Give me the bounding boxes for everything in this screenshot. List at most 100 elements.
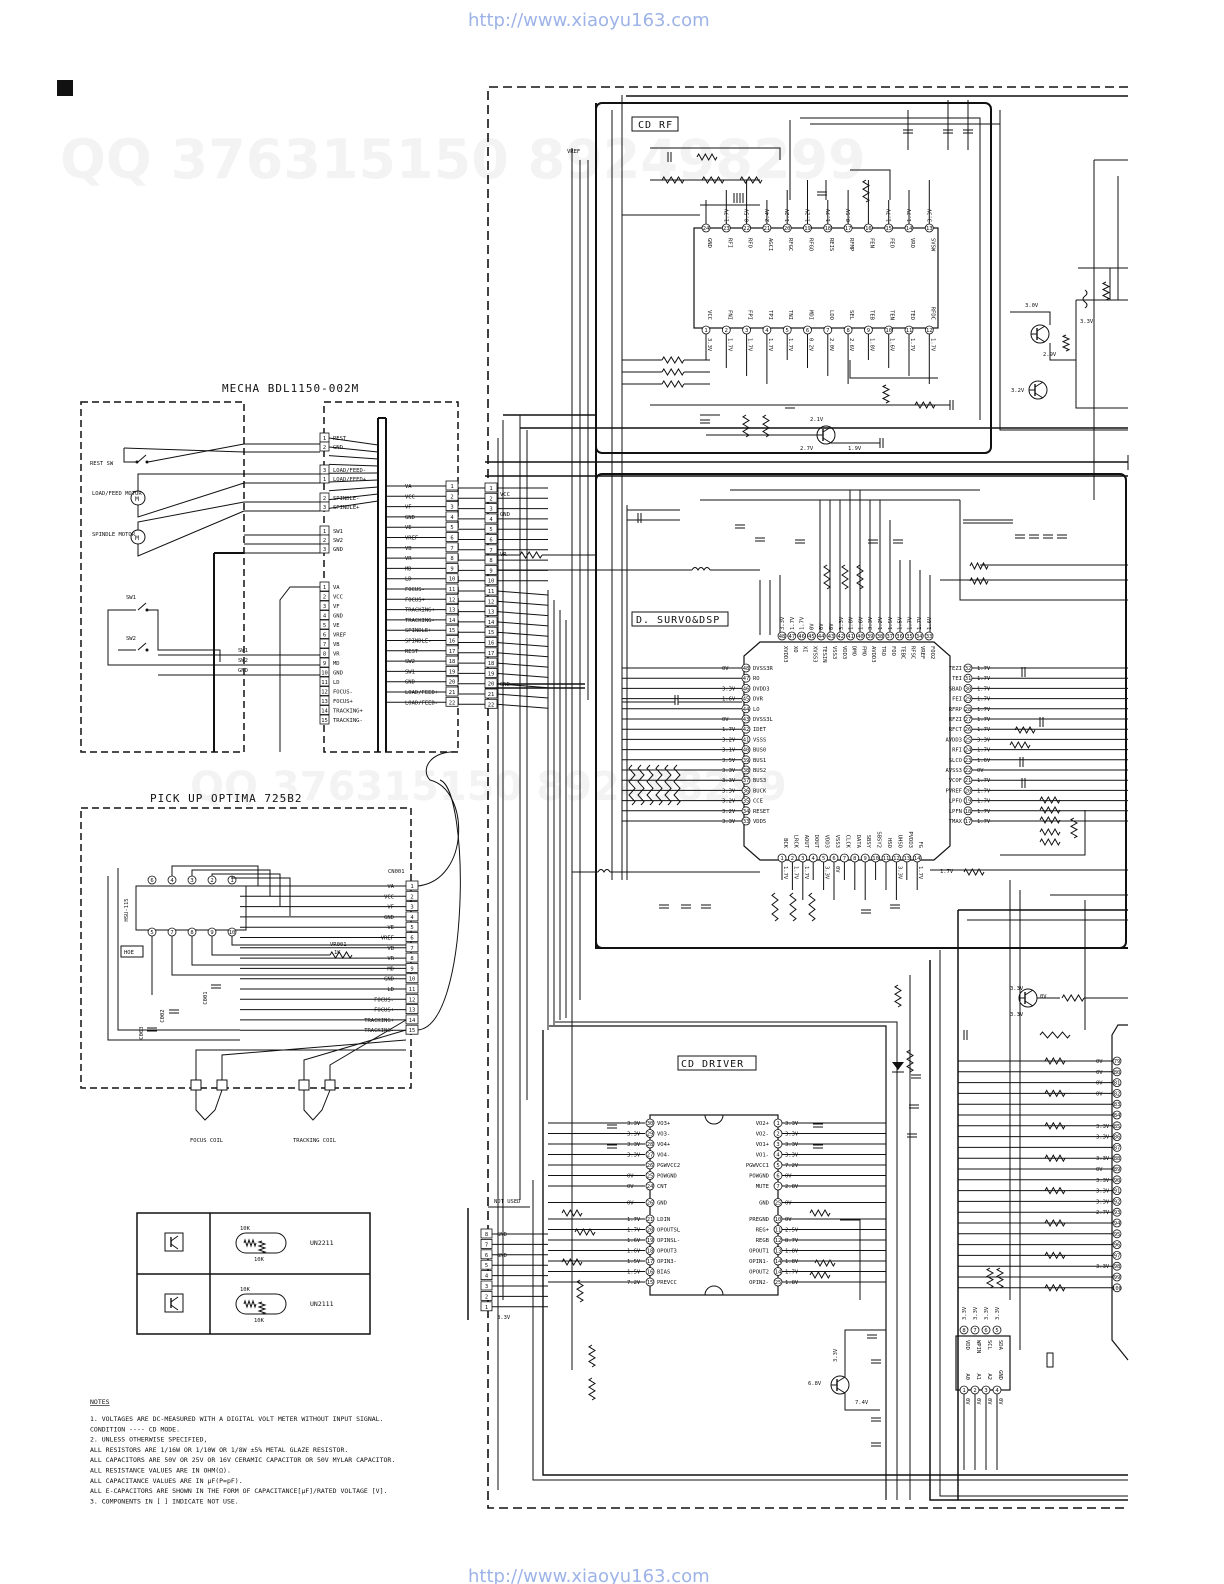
pin-number: 16 xyxy=(647,1270,654,1276)
eeprom-top-pin: SDA xyxy=(997,1340,1003,1351)
pin-number: 7 xyxy=(323,642,326,648)
cn001-pin-label: FOCUS- xyxy=(374,997,394,1003)
driver-left-pin-name: VO4+ xyxy=(657,1142,671,1148)
pin-number: 24 xyxy=(647,1184,654,1190)
dsp-right-voltage: 1.7V xyxy=(977,809,991,815)
bottom-url[interactable]: http://www.xiaoyu163.com xyxy=(468,1566,710,1584)
pin-number: 21 xyxy=(488,692,495,698)
pin-number: 17 xyxy=(449,649,456,655)
pin-number: 4 xyxy=(450,515,454,521)
pin-circle xyxy=(645,1118,655,1128)
pin-number: 8 xyxy=(489,558,492,564)
wire xyxy=(137,642,147,651)
pin-number: 26 xyxy=(647,1201,654,1207)
top-url[interactable]: http://www.xiaoyu163.com xyxy=(468,10,710,31)
dsp-left-voltage: 3.3V xyxy=(722,778,736,784)
wire xyxy=(844,1393,880,1411)
note-line: CONDITION ---- CD MODE. xyxy=(90,1425,180,1433)
pin-number: 11 xyxy=(409,987,416,993)
pin-circle xyxy=(645,1277,655,1287)
dsp-top-voltage: 3.3V xyxy=(839,616,845,630)
pin-box xyxy=(319,629,330,639)
wire xyxy=(496,703,549,709)
cd-rf-bot-pin-name: RFDC xyxy=(929,307,935,320)
resistor xyxy=(576,1279,584,1303)
capacitor xyxy=(1003,519,1013,524)
wire xyxy=(1010,311,1051,325)
notes-block: NOTES 1. VOLTAGES ARE DC-MEASURED WITH A… xyxy=(90,1398,395,1505)
driver-left-pin-name: VO3- xyxy=(657,1132,670,1138)
right-ic-voltage: 3.3V xyxy=(1096,1199,1110,1205)
resistor xyxy=(814,1258,836,1268)
driver-left-pin-name: VO4- xyxy=(657,1153,670,1159)
pin-number: 14 xyxy=(409,1018,416,1024)
pin-number: 6 xyxy=(150,878,153,884)
pin-number: 1 xyxy=(230,878,233,884)
pin-number: 5 xyxy=(150,930,153,936)
wire xyxy=(170,1304,179,1311)
pin-box xyxy=(319,619,330,630)
capacitor xyxy=(1021,778,1026,788)
driver-right-pin-name: OPIN1- xyxy=(749,1259,769,1265)
pin-circle xyxy=(924,631,934,641)
capacitor xyxy=(879,438,884,448)
resistor xyxy=(243,1238,257,1248)
pin-number: 43 xyxy=(743,717,750,723)
driver-label-box xyxy=(677,1055,757,1071)
dsp-top-pin-name: AVDD3 xyxy=(870,646,876,663)
wire xyxy=(1034,381,1044,388)
pin-number: 39 xyxy=(867,634,874,640)
rest-switch-label: REST SW xyxy=(90,461,114,467)
pin-circle xyxy=(865,631,875,641)
mecha-left-group: 1REST2GND3LOAD/FEED-1LOAD/FEED+2SPINDLE-… xyxy=(90,432,367,752)
resistor xyxy=(914,400,936,410)
capacitor xyxy=(211,984,221,989)
pin-circle xyxy=(816,631,826,641)
wire xyxy=(137,501,245,530)
wire xyxy=(328,463,379,467)
conn-pin-label: VR xyxy=(333,652,340,658)
driver-right-pin-name: OPIN2- xyxy=(749,1280,769,1286)
dsp-bot-pin-name: PVDD3 xyxy=(907,831,913,848)
dsp-top-voltage: 3.3V xyxy=(780,616,786,630)
conn-pin-label: GND xyxy=(333,671,343,677)
dsp-top-pin-name: VSS3 xyxy=(831,646,837,659)
right-ic-voltage: 0V xyxy=(1096,1081,1103,1087)
t2-voltage: 3.2V xyxy=(1011,388,1025,394)
dsp-top-voltage: 1.7V xyxy=(917,616,923,630)
driver-right-voltage: 2.8V xyxy=(785,1184,799,1190)
capacitor xyxy=(169,1009,179,1014)
cd-rf-top-voltage: 2.4V xyxy=(765,208,771,222)
dsp-right-pin-name: RFRP xyxy=(949,707,963,713)
wire xyxy=(959,500,1128,601)
dsp-top-pin-name: VREF xyxy=(919,646,925,659)
driver-right-pin-name: VO2+ xyxy=(756,1121,770,1127)
hsu-chip-body xyxy=(135,885,247,931)
wire xyxy=(171,936,406,976)
cn001-pin-label: VR xyxy=(387,956,394,962)
capacitor xyxy=(701,904,711,909)
capacitor xyxy=(963,129,973,134)
dsp-left-pin-name: BUS3 xyxy=(753,778,766,784)
dsp-left-pin-name: VDD5 xyxy=(753,819,766,825)
cd-rf-top-pin-name: AGCI xyxy=(767,238,773,251)
mecha-right-pin-label: SPINDLE+ xyxy=(405,628,432,634)
pin-number: 46 xyxy=(743,686,750,692)
cn001-pin-label: GND xyxy=(384,915,394,921)
resistor xyxy=(1044,1251,1066,1260)
driver-right-pin-name: OPOUT1 xyxy=(749,1249,769,1255)
pin-number: 11 xyxy=(775,1228,782,1234)
legend-resistor-network xyxy=(235,1232,287,1254)
dsp-left-voltage: 3.3V xyxy=(722,686,736,692)
legend-transistor-symbol xyxy=(164,1232,184,1252)
dsp-top-voltage: 0V xyxy=(809,623,815,630)
dsp-left-pin-name: RO xyxy=(753,676,760,682)
pin-number: 11 xyxy=(321,680,328,686)
dsp-right-pin-name: LPFN xyxy=(949,809,962,815)
dsp-left-voltage: 3.2V xyxy=(722,809,736,815)
resistor xyxy=(646,764,654,806)
wire xyxy=(328,446,379,453)
conn-pin-label: LOAD/FEED+ xyxy=(333,477,367,483)
dsp-right-voltage: 1.7V xyxy=(940,869,954,875)
wire xyxy=(117,868,240,1031)
